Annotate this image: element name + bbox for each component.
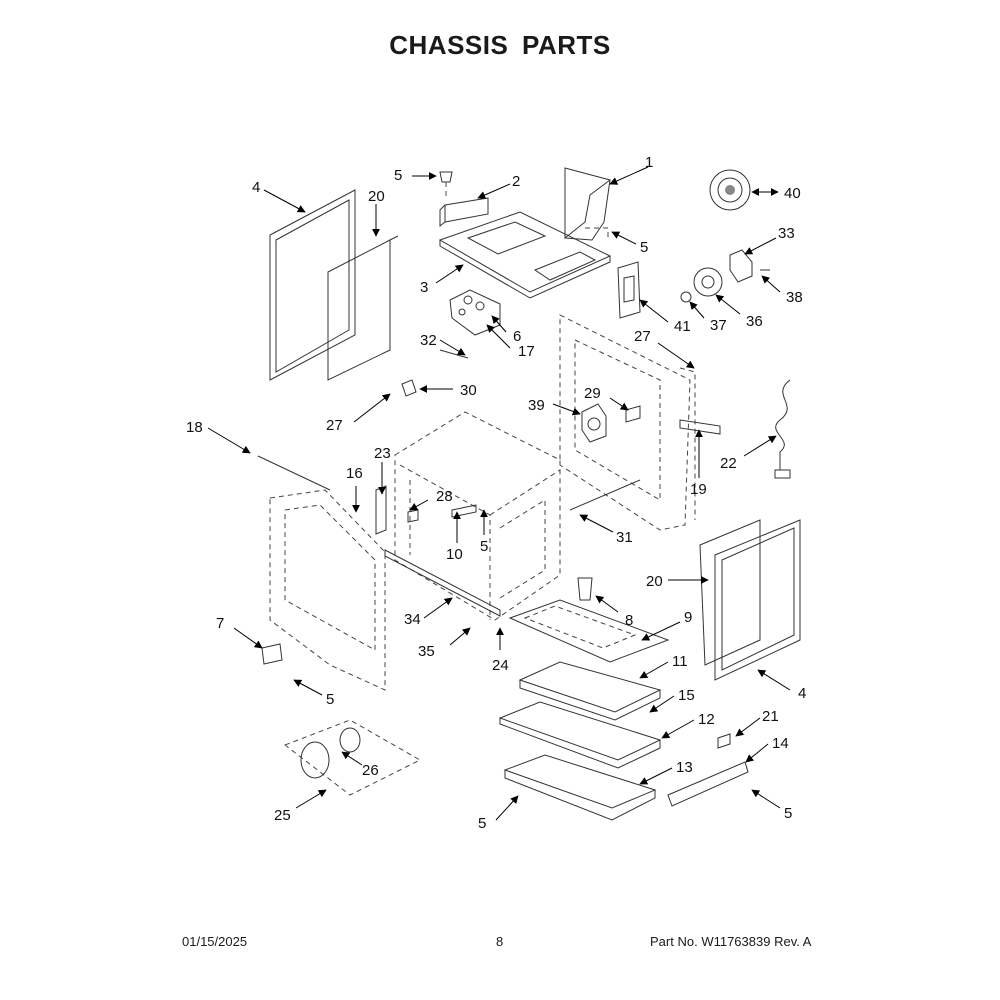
- callout-5-bottom: 5: [478, 815, 486, 832]
- burner-assembly: [449, 289, 501, 336]
- callout-16: 16: [346, 465, 363, 482]
- callout-40: 40: [784, 185, 801, 202]
- callout-41: 41: [674, 318, 691, 335]
- broil-element-9: [508, 599, 670, 663]
- rear-panel: [559, 314, 696, 531]
- control-knob-assembly: [283, 719, 422, 796]
- callout-1: 1: [645, 154, 653, 171]
- vent-duct: [564, 167, 612, 241]
- side-panel-upper: [327, 235, 399, 381]
- callout-4-lower: 4: [798, 685, 806, 702]
- part-30: [401, 379, 417, 397]
- callout-26: 26: [362, 762, 379, 779]
- side-panel-lower: [699, 519, 761, 666]
- callout-27-right: 27: [634, 328, 651, 345]
- part-number: W11763839: [701, 934, 771, 949]
- callout-39: 39: [528, 397, 545, 414]
- power-cord: [774, 379, 791, 479]
- callout-6: 6: [513, 328, 521, 345]
- callout-24: 24: [492, 657, 509, 674]
- callout-4-upper: 4: [252, 179, 260, 196]
- callout-20-upper: 20: [368, 188, 385, 205]
- callout-25: 25: [274, 807, 291, 824]
- callout-28: 28: [436, 488, 453, 505]
- callout-22: 22: [720, 455, 737, 472]
- callout-15: 15: [678, 687, 695, 704]
- page-title: CHASSIS PARTS: [389, 30, 611, 60]
- callout-35: 35: [418, 643, 435, 660]
- slide-rail-34: [384, 549, 501, 617]
- callout-5-hinge: 5: [784, 805, 792, 822]
- callout-2: 2: [512, 173, 520, 190]
- bottom-panel-13: [503, 754, 657, 821]
- rev-label: Rev.: [774, 934, 800, 949]
- oven-light-39: [581, 403, 607, 443]
- front-frame: [257, 455, 386, 691]
- callout-8: 8: [625, 612, 633, 629]
- callout-17: 17: [518, 343, 535, 360]
- callout-34: 34: [404, 611, 421, 628]
- callout-20-lower: 20: [646, 573, 663, 590]
- bracket-2: [439, 197, 489, 228]
- bracket-41: [617, 261, 641, 319]
- callout-5-valve: 5: [326, 691, 334, 708]
- part-label: Part No.: [650, 934, 698, 949]
- bottom-panel-11: [518, 661, 662, 721]
- callout-36: 36: [746, 313, 763, 330]
- footer-part-info: Part No. W11763839 Rev. A: [650, 934, 811, 949]
- callout-19: 19: [690, 481, 707, 498]
- door-frame-left: [269, 189, 356, 381]
- part-31: [569, 479, 641, 511]
- callout-23: 23: [374, 445, 391, 462]
- oven-cavity: [394, 411, 561, 621]
- top-cover-plate: [438, 211, 612, 299]
- callout-21: 21: [762, 708, 779, 725]
- rail-19: [679, 419, 721, 435]
- hinge-14: [667, 761, 749, 807]
- callout-5-top: 5: [394, 167, 402, 184]
- callout-5-mid: 5: [480, 538, 488, 555]
- callout-33: 33: [778, 225, 795, 242]
- callout-5-vent: 5: [640, 239, 648, 256]
- part-21: [717, 733, 731, 749]
- footer-date: 01/15/2025: [182, 934, 248, 949]
- bolt-28-assembly: [407, 504, 477, 523]
- callout-7: 7: [216, 615, 224, 632]
- callout-14: 14: [772, 735, 789, 752]
- bottom-panel-12: [498, 701, 662, 769]
- callout-38: 38: [786, 289, 803, 306]
- callout-18: 18: [186, 419, 203, 436]
- callout-labels: 1 2 3 4 5 5 6 20 17 32 30 27 18 16 23 28…: [186, 154, 806, 832]
- callout-29: 29: [584, 385, 601, 402]
- callout-12: 12: [698, 711, 715, 728]
- valve-7: [261, 643, 283, 665]
- footer-page-number: 8: [496, 934, 504, 949]
- leader-lines: [207, 166, 791, 821]
- callout-11: 11: [672, 653, 688, 670]
- screw-8: [577, 577, 593, 601]
- callout-30: 30: [460, 382, 477, 399]
- callout-10: 10: [446, 546, 463, 563]
- part-32: [439, 349, 469, 359]
- fan-motor-assembly: [680, 249, 770, 303]
- callout-27-left: 27: [326, 417, 343, 434]
- convection-fan: [709, 169, 751, 211]
- callout-37: 37: [710, 317, 727, 334]
- callout-32: 32: [420, 332, 437, 349]
- bracket-23: [375, 485, 387, 535]
- part-29: [625, 405, 641, 423]
- screw-top-left: [439, 171, 453, 200]
- callout-3: 3: [420, 279, 428, 296]
- callout-9: 9: [684, 609, 692, 626]
- rev-value: A: [802, 934, 812, 949]
- callout-31: 31: [616, 529, 633, 546]
- door-frame-right: [714, 519, 801, 681]
- callout-13: 13: [676, 759, 693, 776]
